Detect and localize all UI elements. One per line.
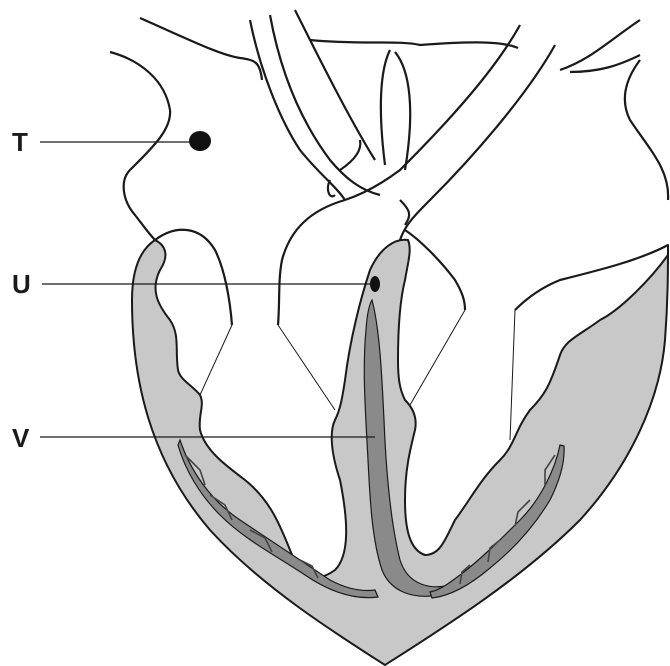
heart-wall	[132, 240, 668, 665]
label-u: U	[12, 269, 31, 299]
label-v: V	[12, 423, 30, 453]
nodes	[189, 131, 380, 292]
atrioventricular-node	[370, 276, 380, 292]
label-t: T	[12, 127, 28, 157]
pointer-lines	[40, 142, 375, 437]
sinoatrial-node	[189, 131, 211, 151]
labels: T U V	[12, 127, 31, 453]
